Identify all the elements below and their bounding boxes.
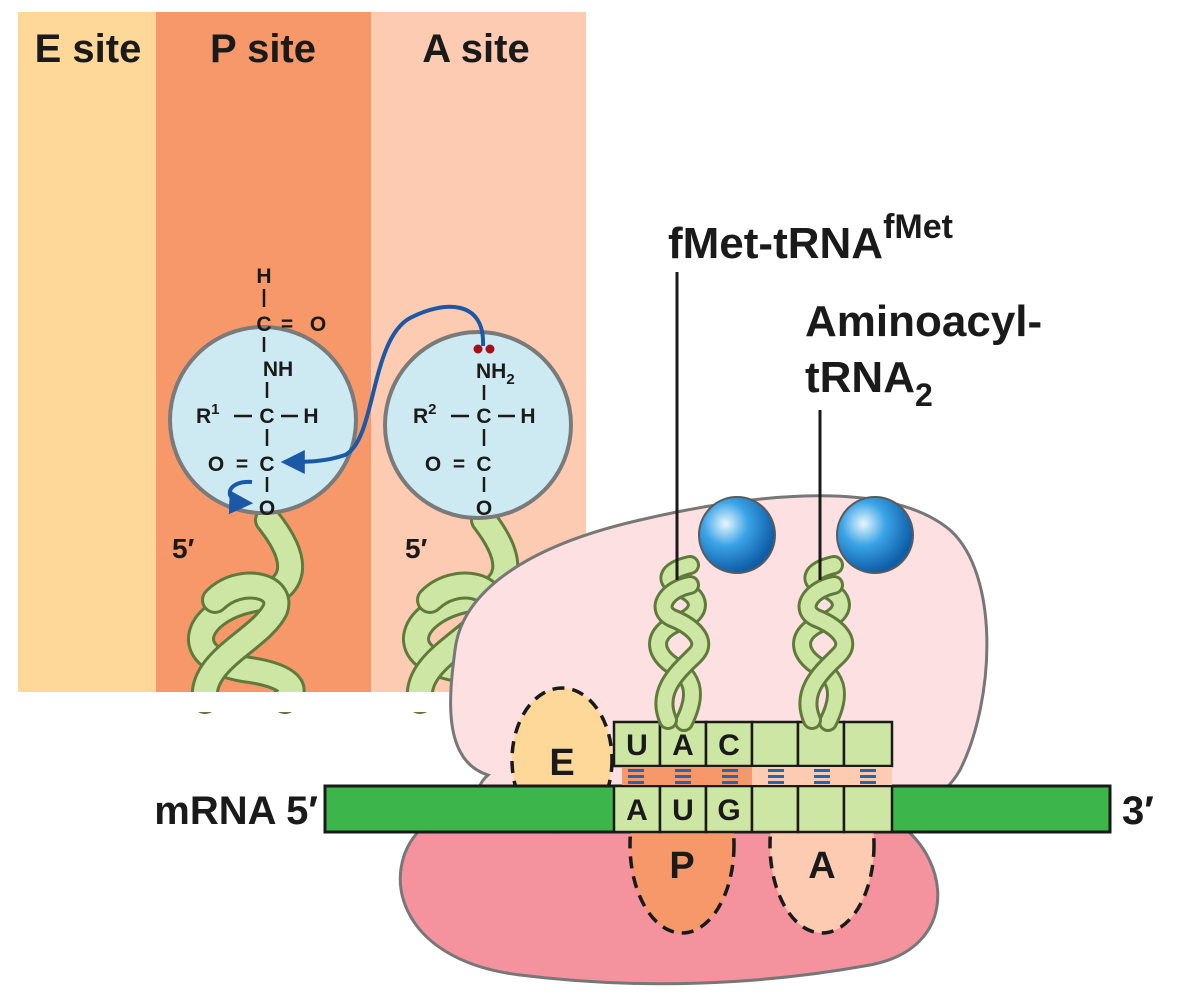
mrna-codon-boxes	[612, 784, 894, 834]
aminoacyl-amino-acid-ball	[836, 496, 914, 574]
base-pair-bonds	[622, 767, 892, 785]
p-bond-electron-arrow	[227, 479, 254, 515]
a-ester-o: O	[476, 497, 492, 520]
aminoacyl-trna-subscript: 2	[915, 377, 933, 413]
a-amine: NH2	[476, 360, 515, 388]
codon-base-1: A	[626, 794, 648, 827]
a-alpha-h: H	[520, 405, 535, 428]
codon-base-2: U	[672, 794, 694, 827]
p-alpha-h: H	[303, 405, 318, 428]
aminoacyl-trna-stem	[792, 555, 855, 732]
p-site-trna-body	[187, 506, 306, 714]
ribosome-e-site-label: E	[549, 742, 574, 784]
p-carbonyl-double-bond: =	[236, 453, 248, 476]
p-r-letter: R	[196, 405, 211, 428]
anticodon-base-2: A	[672, 729, 694, 762]
p-five-prime: 5′	[172, 533, 195, 564]
p-amine: NH	[263, 358, 293, 381]
p-carbonyl-o: O	[208, 453, 224, 476]
p-site-residue-circle	[168, 325, 358, 515]
anticodon-base-1: U	[626, 729, 648, 762]
mrna-label: mRNA 5′	[154, 789, 318, 833]
p-formyl-c: C	[256, 313, 271, 336]
fmet-trna-superscript: fMet	[883, 208, 953, 246]
p-site-header: P site	[210, 27, 316, 71]
a-site-residue-circle	[383, 330, 573, 520]
a-lone-pair-2	[485, 344, 495, 354]
fmet-trna-main: fMet-tRNA	[668, 219, 883, 268]
ribosome-p-site-label: P	[669, 845, 694, 887]
a-r-group: R2	[413, 401, 437, 428]
a-carbonyl-double-bond: =	[453, 453, 465, 476]
p-r-group: R1	[196, 401, 220, 428]
ribosome-a-site-label: A	[808, 845, 835, 887]
a-site-header: A site	[422, 27, 529, 71]
p-formyl-h: H	[256, 265, 271, 288]
p-ester-o: O	[259, 497, 275, 520]
a-r-superscript: 2	[428, 401, 436, 418]
a-alpha-carbon: C	[476, 405, 491, 428]
aminoacyl-label-line2: tRNA2	[805, 353, 933, 413]
three-prime-label: 3′	[1122, 789, 1154, 833]
aminoacyl-label-line1: Aminoacyl-	[805, 297, 1042, 346]
e-site-column	[18, 12, 156, 692]
a-carbonyl-o: O	[425, 453, 441, 476]
p-alpha-carbon: C	[259, 405, 274, 428]
a-five-prime: 5′	[405, 533, 428, 564]
aminoacyl-trna-main: tRNA	[805, 353, 915, 402]
p-r-superscript: 1	[211, 401, 219, 418]
a-r-letter: R	[413, 405, 428, 428]
p-site-formyl-group: H C = O	[256, 265, 326, 352]
e-site-header: E site	[35, 27, 142, 71]
p-formyl-double-bond: =	[281, 313, 293, 336]
a-amine-nh: NH	[476, 360, 506, 383]
fmet-trna-stem	[648, 555, 711, 732]
p-formyl-o: O	[310, 313, 326, 336]
peptide-bond-attack-arrow	[280, 304, 486, 474]
p-carbonyl-c: C	[259, 453, 274, 476]
a-carbonyl-c: C	[476, 453, 491, 476]
a-lone-pair-1	[473, 344, 483, 354]
trna-anticodon-boxes	[612, 720, 894, 768]
fmet-amino-acid-ball	[698, 496, 776, 574]
a-amine-subscript: 2	[506, 371, 514, 388]
anticodon-base-3: C	[718, 729, 740, 762]
fmet-trna-label: fMet-tRNAfMet	[668, 208, 953, 268]
codon-base-3: G	[717, 794, 740, 827]
